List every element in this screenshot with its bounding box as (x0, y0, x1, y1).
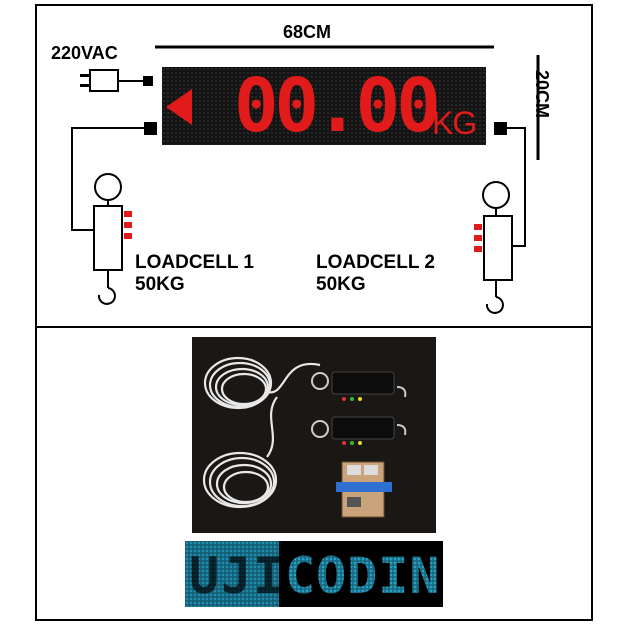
loadcell-2-name: LOADCELL 2 (316, 252, 435, 273)
loadcell-2-label: LOADCELL 2 50KG (316, 252, 435, 296)
loadcell-1-capacity: 50KG (135, 274, 185, 295)
logo-left-text: UJI (189, 547, 286, 605)
loadcell-1-label: LOADCELL 1 50KG (135, 252, 254, 296)
cable-coil-bottom (202, 396, 278, 509)
power-plug-icon (80, 69, 153, 92)
power-voltage-label: 220VAC (51, 43, 118, 63)
photo-controller-board (336, 461, 392, 518)
loadcell-1-name: LOADCELL 1 (135, 252, 254, 273)
arrow-left-icon (166, 89, 192, 125)
outer-frame (35, 4, 593, 621)
loadcell-1-icon (93, 173, 132, 305)
weight-reading: 00.00 (234, 67, 441, 145)
product-photo-illustration (202, 356, 407, 518)
photo-loadcell-module-1 (311, 371, 407, 401)
logo-left-panel (185, 541, 279, 607)
loadcell-2-capacity: 50KG (316, 274, 366, 295)
ujicoding-logo: UJI CODING (185, 541, 443, 607)
product-photo (192, 337, 436, 533)
loadcell-1-wire (71, 122, 157, 231)
logo-right-text: CODING (285, 547, 443, 605)
photo-loadcell-module-2 (311, 416, 407, 445)
cable-coil-top (203, 356, 321, 410)
loadcell-2-wire (494, 122, 526, 247)
weight-unit: KG (432, 105, 477, 141)
width-dimension-label: 68CM (283, 22, 332, 42)
loadcell-2-icon (474, 181, 513, 314)
height-dimension-label: 20CM (532, 70, 552, 119)
led-weight-display: 00.00 KG (162, 67, 486, 145)
section-divider (35, 326, 593, 328)
